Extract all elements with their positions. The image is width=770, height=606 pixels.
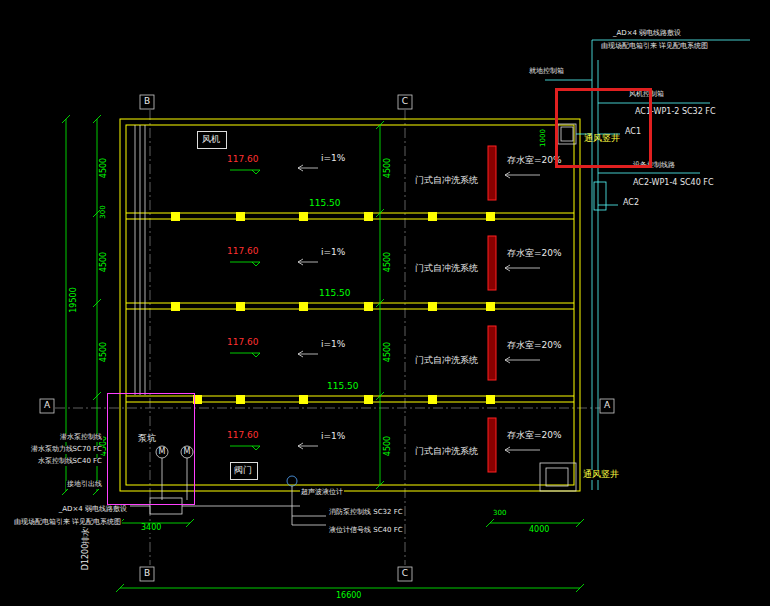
dimension-text: 3400 [140,524,162,533]
dimension-text: 4000 [528,526,550,535]
note-text: 液位计信号线 SC40 FC [328,527,404,535]
note-text: 超声波液位计 [300,489,344,497]
dimension-text: 4500 [384,435,393,457]
dimension-text: 4500 [100,157,109,179]
note-text: 由现场配电箱引来 详见配电系统图 [600,43,709,51]
room-name: 通风竖井 [584,134,620,144]
note-text: A [603,401,611,411]
note-text: 存水室=20% [506,341,563,351]
highlight-box: 通风竖井 [555,88,652,168]
note-text: 通风竖井 [582,470,620,480]
note-text: 存水室=20% [506,249,563,259]
room-name: 泵坑 [138,434,156,444]
room-name: 阀门 [234,466,252,476]
dimension-text: 300 [492,510,507,518]
note-text: 接地引出线 [66,481,103,489]
room-name: 风机 [202,135,220,145]
elevation-text: 117.60 [226,155,260,165]
note-text: 就地控制箱 [528,68,565,76]
note-text: A [43,401,51,411]
note-text: 水泵控制线SC40 FC [37,458,103,466]
note-text: i=1% [320,340,346,350]
dimension-text: 19500 [70,286,79,313]
note-text: i=1% [320,154,346,164]
note-text: AC2-WP1-4 SC40 FC [632,179,715,188]
room-box: 阀门 [230,462,258,480]
room-box: 风机 [197,131,227,149]
dimension-text: 4500 [384,341,393,363]
elevation-text: 117.60 [226,338,260,348]
elevation-text: 117.60 [226,431,260,441]
note-text: 门式自冲洗系统 [414,176,479,186]
dimension-text: 4500 [100,341,109,363]
dimension-text: 4500 [384,157,393,179]
note-text: _AD×4 弱电线路敷设 [612,30,682,38]
dimension-text: 16600 [335,592,362,601]
note-text: 存水室=20% [506,431,563,441]
dimension-text: 1000 [540,128,548,148]
note-text: AC2 [622,199,640,208]
note-text: _AD×4 弱电线路敷设 [58,506,128,514]
note-text: 门式自冲洗系统 [414,447,479,457]
note-text: AC1-WP1-2 SC32 FC [634,108,717,117]
note-text: AC1 [624,128,642,137]
room-box: 泵坑 [107,393,195,505]
note-text: B [143,569,151,579]
note-text: M [183,448,192,457]
note-text: C [401,97,409,107]
note-text: i=1% [320,248,346,258]
note-text: 潜水泵控制线 [59,434,103,442]
dimension-text: 4500 [384,251,393,273]
elevation-text: 117.60 [226,247,260,257]
dimension-text: 115.50 [308,199,342,209]
note-text: i=1% [320,432,346,442]
note-text: B [143,97,151,107]
note-text: 门式自冲洗系统 [414,264,479,274]
note-text: 由现场配电箱引来 详见配电系统图 [13,519,122,527]
dimension-text: 4500 [100,251,109,273]
dimension-text: 115.50 [326,382,360,392]
note-text: 潜水泵动力线SC70 FC [30,446,103,454]
dimension-text: 115.50 [318,289,352,299]
dimension-text: 300 [100,204,108,219]
note-text: C [401,569,409,579]
note-text: 风机控制箱 [628,91,665,99]
note-text: 门式自冲洗系统 [414,356,479,366]
note-text: 消防泵控制线 SC32 FC [328,509,404,517]
note-text: M [158,448,167,457]
